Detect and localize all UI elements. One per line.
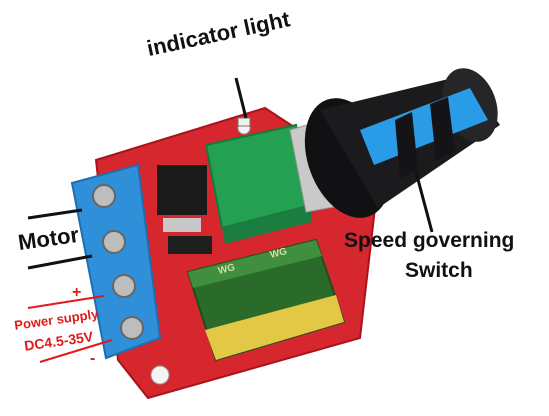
mounting-hole	[150, 365, 170, 385]
small-chip	[168, 236, 212, 254]
knob-stripe	[360, 88, 488, 165]
indicator-callout-line	[234, 77, 248, 119]
motor-line-bottom	[27, 254, 93, 270]
mosfet-chip	[157, 165, 207, 215]
minus-sign: -	[90, 350, 96, 367]
speed-callout-line	[414, 171, 434, 233]
potentiometer-base	[222, 205, 312, 244]
terminal-block	[70, 163, 162, 360]
indicator-led	[237, 117, 251, 127]
plus-sign: +	[72, 284, 82, 301]
electrolytic-capacitor	[186, 238, 346, 362]
switch-label: Switch	[405, 259, 473, 282]
motor-line-top	[27, 208, 83, 220]
chip-tab	[163, 218, 201, 232]
speed-governing-label: Speed governing	[344, 229, 515, 252]
power-line-bottom	[39, 339, 113, 363]
power-line-top	[27, 295, 105, 309]
speed-knob	[304, 68, 500, 218]
